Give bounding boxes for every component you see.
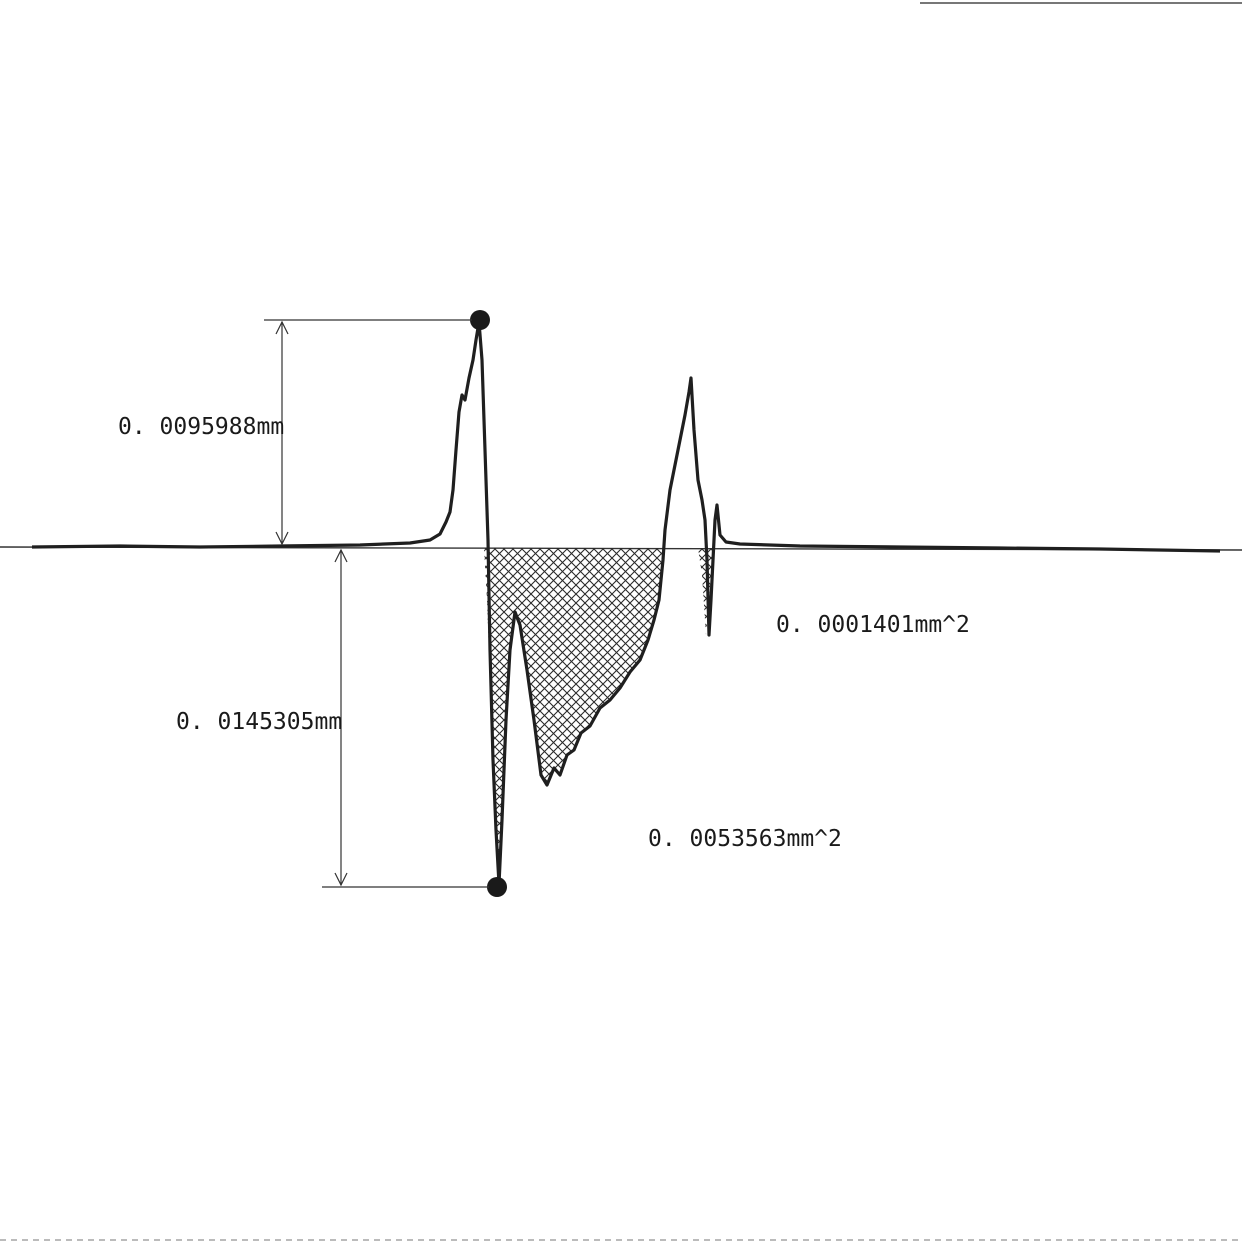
profile-curve [31,320,1221,886]
peak-marker [470,310,490,330]
peak-height-label: 0. 0095988mm [118,414,284,440]
valley-depth-dimension [322,548,489,888]
valley-marker [487,877,507,897]
peak-height-dimension [264,319,472,546]
area-small-hatch [698,548,714,635]
area-large-label: 0. 0053563mm^2 [648,826,842,852]
valley-depth-label: 0. 0145305mm [176,709,342,735]
area-large-hatch [484,548,665,880]
area-small-label: 0. 0001401mm^2 [776,612,970,638]
